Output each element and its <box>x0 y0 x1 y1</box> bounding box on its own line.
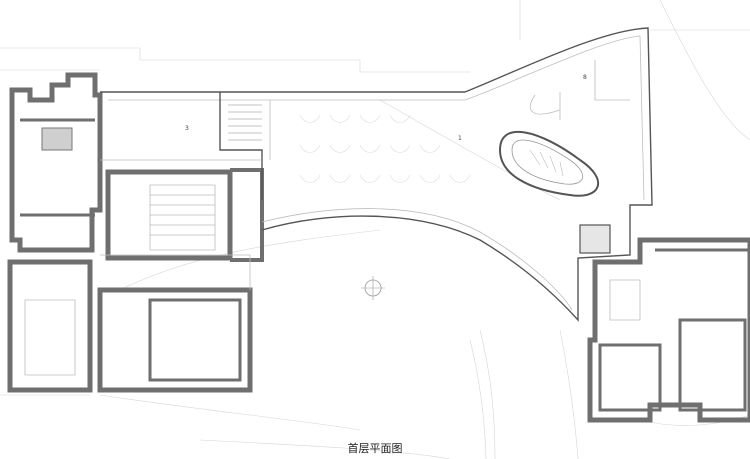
room-label-1: 1 <box>458 135 462 142</box>
right-historic-building <box>587 237 750 423</box>
room-label-3: 3 <box>185 125 189 132</box>
room-label-8: 8 <box>583 74 587 81</box>
atrium-paving <box>299 114 471 183</box>
drawing-caption: 首层平面图 <box>347 442 403 455</box>
lawn-marker <box>361 276 385 300</box>
new-extension <box>100 27 653 322</box>
left-historic-building <box>7 72 264 393</box>
